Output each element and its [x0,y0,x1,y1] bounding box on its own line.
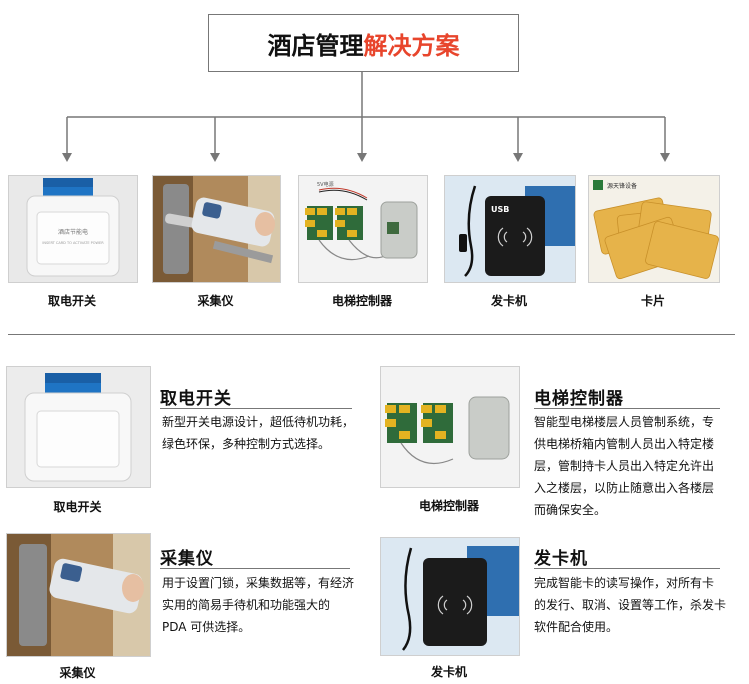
detail-desc-collector: 用于设置门锁，采集数据等，有经济 实用的简易手待机和功能强大的 PDA 可供选择… [162,576,355,634]
title-box: 酒店管理解决方案 [208,14,519,72]
caption-power-switch: 取电开关 [47,294,96,308]
detail-desc-elevator-controller: 智能型电梯楼层人员管制系统，专 供电梯桥箱内管制人员出入特定楼 层，管制持卡人员… [534,415,715,517]
photo-elevator-controller: 5V电源 [298,175,428,283]
detail-underline-collector [160,568,350,569]
detail-photo-elevator-controller [380,366,520,488]
photo-power-switch: 工商 酒店节能电 INSERT CARD TO ACTIVATE POWER [8,175,138,283]
connector-tree [62,71,670,162]
photo-cards: 源天锋设备 [588,175,720,283]
detail-title-power-switch: 取电开关 [160,389,232,409]
detail-caption-power-switch: 取电开关 [53,500,102,514]
detail-caption-card-issuer: 发卡机 [430,665,467,679]
detail-underline-elevator-controller [534,408,720,409]
switch-sub-text: INSERT CARD TO ACTIVATE POWER [42,241,104,245]
detail-caption-collector: 采集仪 [59,666,96,680]
detail-title-collector: 采集仪 [160,549,214,569]
detail-desc-power-switch: 新型开关电源设计，超低待机功耗， 绿色环保，多种控制方式选择。 [162,415,355,451]
detail-caption-elevator-controller: 电梯控制器 [418,499,479,513]
detail-title-elevator-controller: 电梯控制器 [534,389,624,409]
card-logo-text: 源天锋设备 [607,182,637,190]
caption-elevator-controller: 电梯控制器 [331,294,392,308]
caption-collector: 采集仪 [197,294,234,308]
title-main: 酒店管理 [267,31,364,60]
switch-plate-text: 酒店节能电 [58,228,88,236]
detail-photo-collector [6,533,151,657]
detail-photo-power-switch [6,366,151,488]
issuer-brand-text: USB [491,205,509,214]
board-label-text: 5V电源 [317,181,334,188]
detail-underline-card-issuer [534,568,720,569]
title-accent: 解决方案 [363,31,460,60]
detail-photo-card-issuer [380,537,520,656]
detail-underline-power-switch [160,408,352,409]
caption-cards: 卡片 [640,294,665,308]
detail-desc-card-issuer: 完成智能卡的读写操作，对所有卡 的发行、取消、设置等工作，杀发卡 软件配合使用。 [534,576,727,634]
photo-collector [152,175,281,283]
section-divider [8,334,735,335]
photo-card-issuer: USB [444,175,576,283]
caption-card-issuer: 发卡机 [490,294,527,308]
detail-title-card-issuer: 发卡机 [534,549,588,569]
